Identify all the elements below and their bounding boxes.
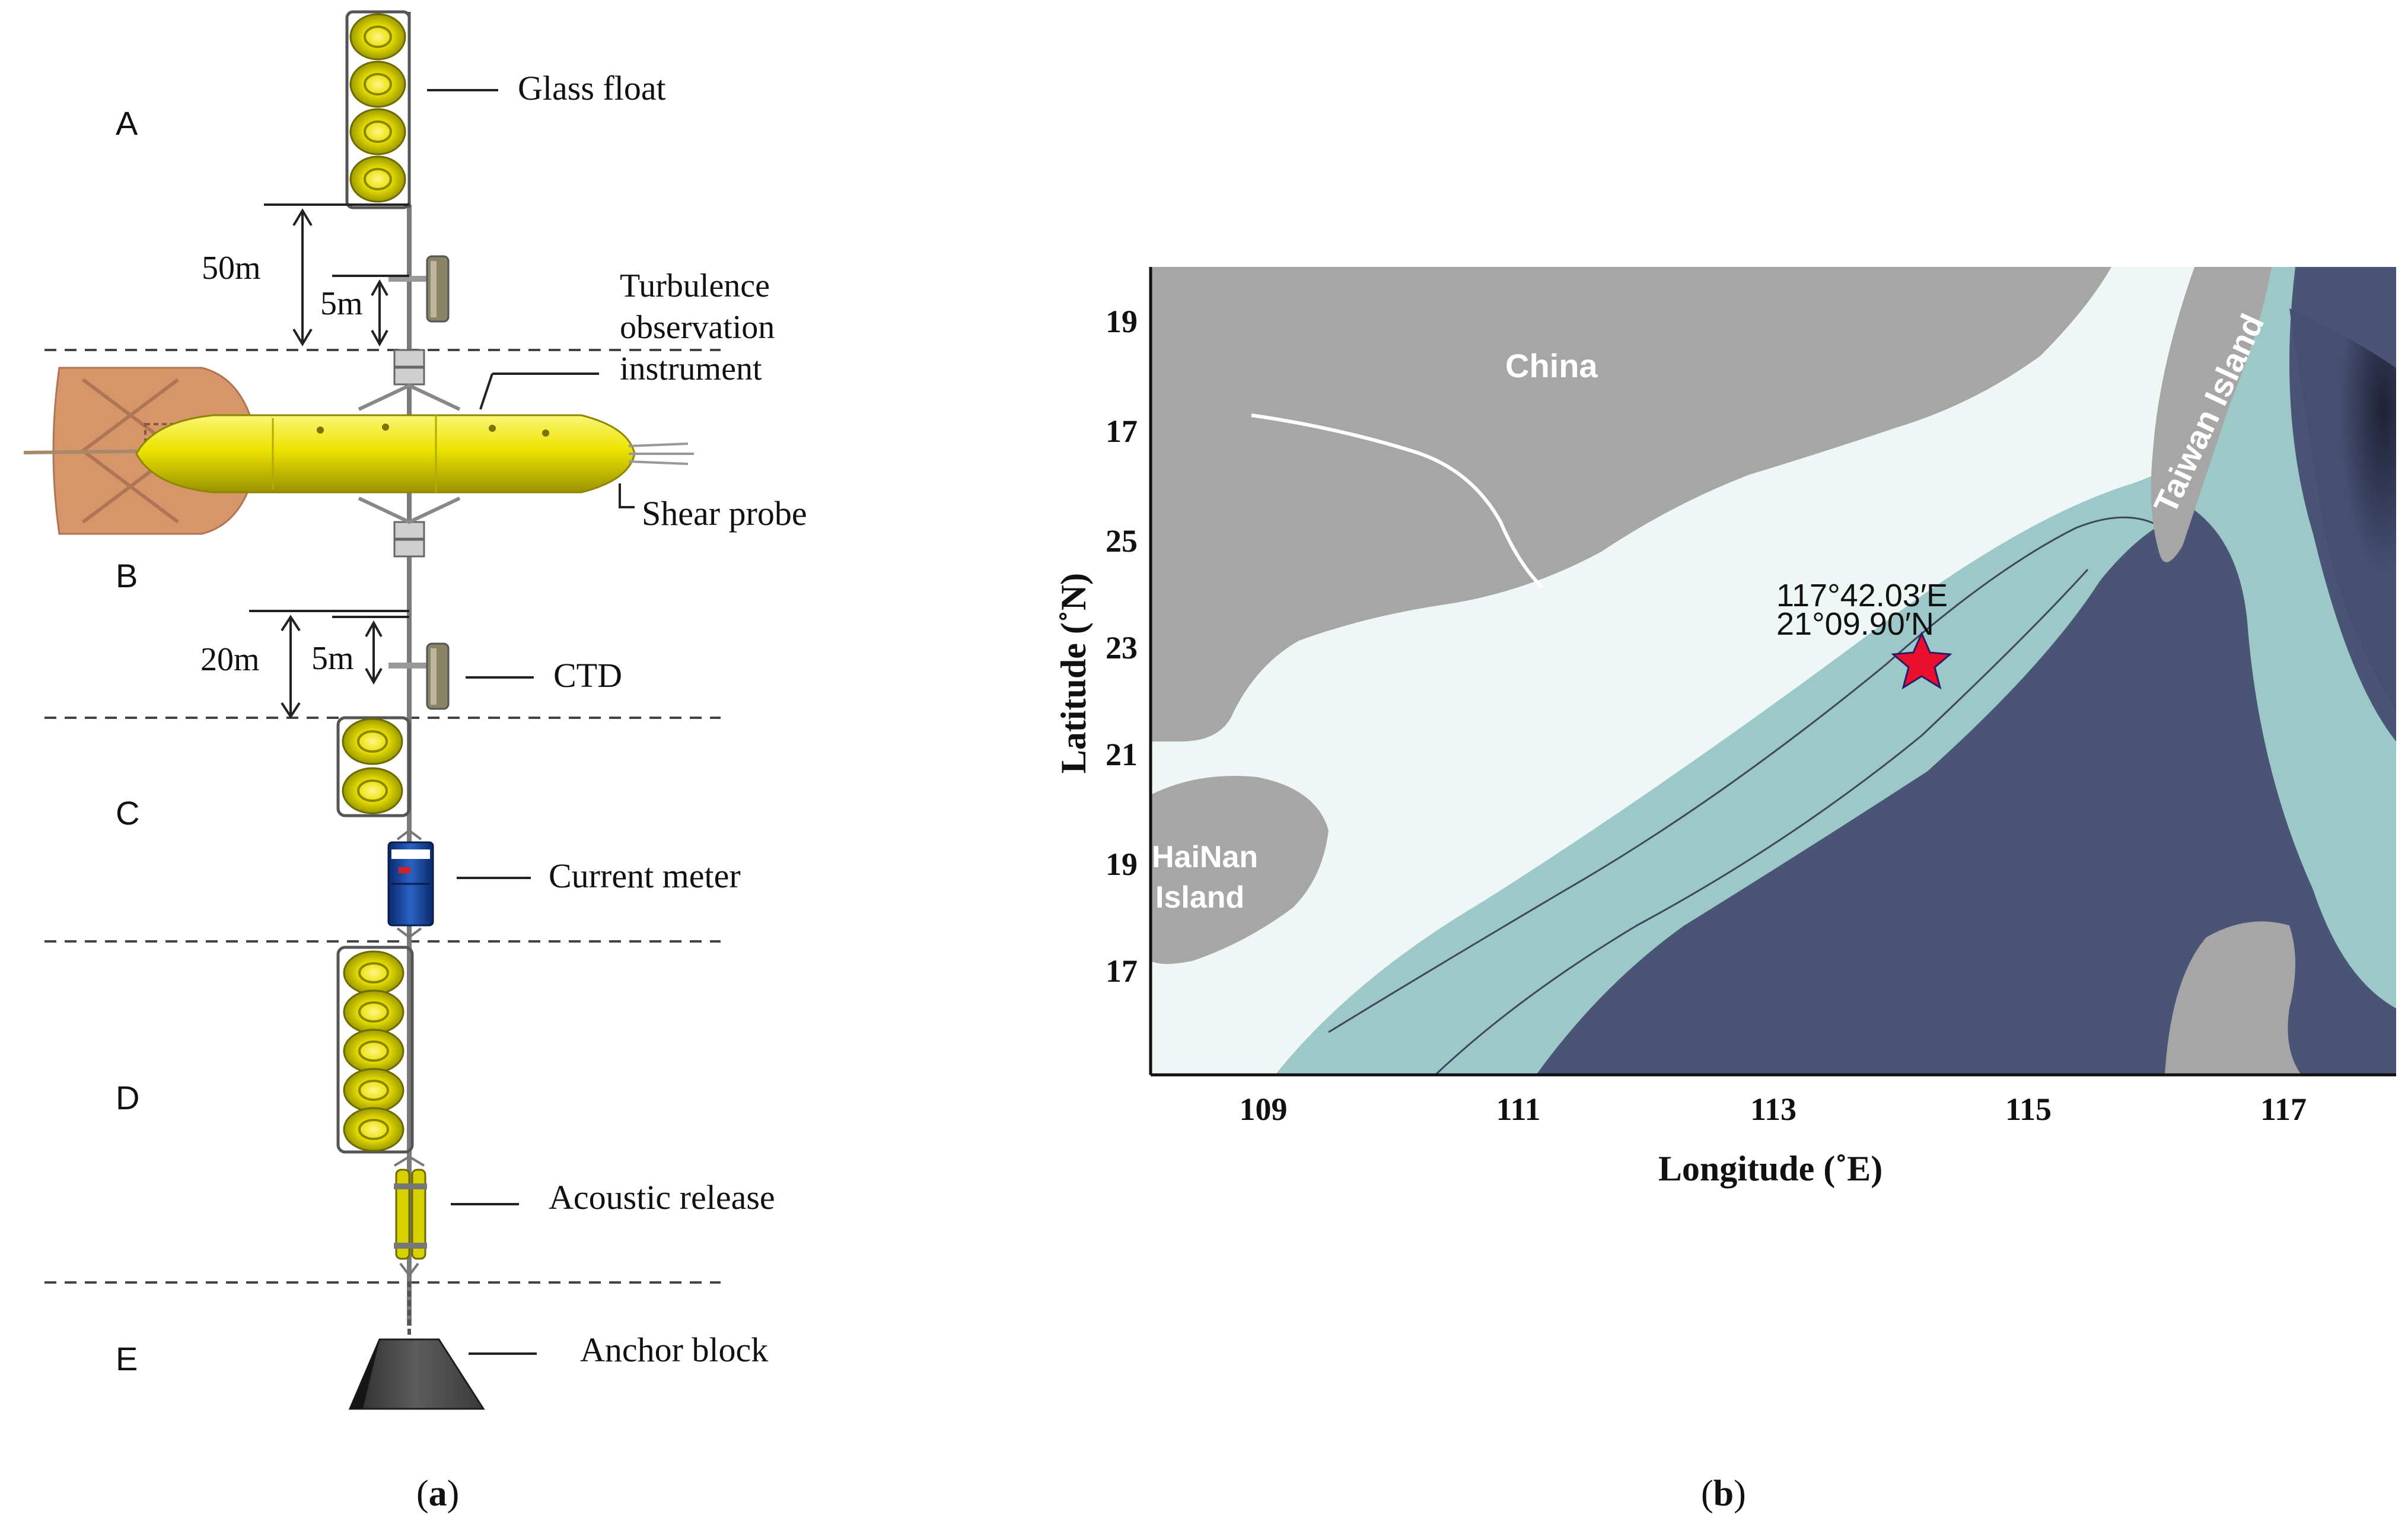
turbulence-instrument: [23, 349, 694, 558]
glass-float-stack-middle: [336, 716, 411, 817]
label-china: China: [1505, 347, 1598, 384]
acoustic-release-label: Acoustic release: [549, 1178, 775, 1217]
map-land-taiwan: [2151, 267, 2272, 562]
x-tick-label: 115: [2005, 1091, 2052, 1127]
mooring-diagram: A B C D E Glass float: [23, 10, 807, 1514]
dimension-50m: 50m: [202, 250, 261, 287]
section-label-d: D: [116, 1079, 139, 1116]
station-map: China Taiwan Island HaiNan Island 117°42…: [1054, 267, 2396, 1514]
label-hainan-line1: HaiNan: [1152, 840, 1258, 874]
ctd-label: CTD: [553, 656, 622, 695]
y-axis-title: Latitude (˚N): [1054, 573, 1093, 774]
x-tick-label: 109: [1240, 1091, 1288, 1127]
x-tick-label: 113: [1750, 1091, 1797, 1127]
turbulence-label-line2: observation: [620, 309, 775, 346]
station-longitude: 117°42.03′E: [1776, 578, 1948, 613]
caption-a: (a): [416, 1473, 459, 1514]
map-land-luzon: [2165, 921, 2301, 1075]
dimension-upper: [264, 203, 409, 347]
glass-float-stack-bottom: [336, 946, 414, 1154]
y-tick-label: 17: [1106, 413, 1138, 449]
anchor-block: [348, 1281, 485, 1410]
x-axis-title: Longitude (˚E): [1658, 1149, 1883, 1188]
map-isobath-1: [1328, 516, 2171, 1033]
station-star-marker: [1891, 631, 1952, 690]
station-latitude: 21°09.90′N: [1776, 606, 1934, 642]
map-deep-basin: [1536, 267, 2396, 1075]
section-label-c: C: [116, 794, 139, 832]
section-label-a: A: [116, 104, 138, 142]
glass-float-label: Glass float: [518, 69, 666, 107]
map-land-hainan: [1151, 776, 1329, 964]
map-isobath-2: [1434, 568, 2089, 1075]
ctd-sensor: [388, 642, 450, 710]
dimension-5m-upper: 5m: [320, 285, 363, 322]
x-tick-label: 117: [2260, 1091, 2307, 1127]
y-tick-label: 19: [1106, 846, 1138, 882]
dimension-20m: 20m: [200, 641, 260, 678]
section-label-e: E: [116, 1340, 138, 1377]
section-label-b: B: [116, 557, 138, 594]
glass-float-stack-top: [345, 10, 411, 209]
y-tick-label: 17: [1106, 953, 1138, 989]
turbulence-label-line1: Turbulence: [620, 268, 770, 304]
y-tick-label: 23: [1106, 630, 1138, 666]
section-dividers: [44, 349, 721, 1284]
map-land-china: [1151, 267, 2111, 741]
shear-probe-label: Shear probe: [642, 494, 807, 533]
upper-sensor: [388, 255, 450, 323]
map-abyss: [2289, 308, 2396, 712]
anchor-block-label: Anchor block: [580, 1331, 768, 1369]
dimension-lower: [249, 610, 409, 719]
y-tick-label: 21: [1106, 737, 1138, 772]
label-hainan-line2: Island: [1155, 880, 1244, 915]
turbulence-leader: [479, 373, 493, 410]
map-river: [1251, 413, 1544, 589]
current-meter: [387, 829, 434, 939]
turbulence-label-line3: instrument: [620, 351, 762, 387]
dimension-5m-lower: 5m: [311, 640, 354, 677]
x-tick-label: 111: [1496, 1091, 1540, 1127]
shear-probe-leader: [619, 483, 635, 508]
acoustic-release: [393, 1155, 427, 1278]
current-meter-label: Current meter: [549, 857, 741, 895]
caption-b: (b): [1701, 1473, 1746, 1514]
y-tick-label: 19: [1106, 304, 1138, 339]
y-tick-label: 25: [1106, 523, 1138, 559]
